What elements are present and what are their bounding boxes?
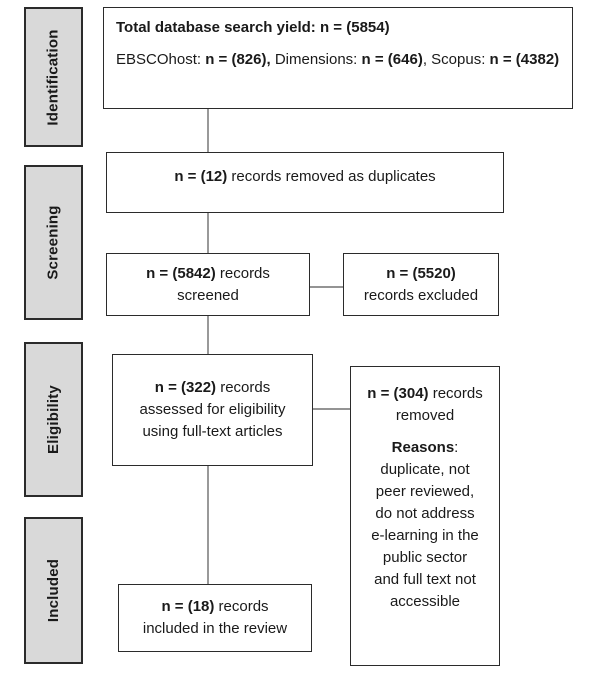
- total-yield-prefix: Total database search yield: n =: [116, 19, 347, 36]
- eligibility-line-2: assessed for eligibility: [139, 401, 286, 418]
- dimensions-n: n =: [361, 51, 388, 68]
- database-breakdown: EBSCOhost: n = (826), Dimensions: n = (6…: [116, 49, 560, 71]
- screened-label-1: records: [215, 264, 270, 282]
- removed-line-1: n = (304) records: [367, 383, 482, 405]
- phase-screening-label: Screening: [45, 205, 63, 280]
- ebsco-count: (826),: [231, 51, 271, 68]
- included-line-1: n = (18) records: [161, 596, 268, 618]
- phase-eligibility-label: Eligibility: [45, 385, 62, 454]
- total-search-yield: Total database search yield: n = (5854): [116, 17, 560, 39]
- screened-count: n = (5842): [146, 264, 216, 282]
- total-yield-count: (5854): [346, 19, 390, 36]
- ebsco-n: n =: [205, 51, 232, 68]
- excluded-box: n = (5520) records excluded: [343, 253, 499, 316]
- duplicates-label: records removed as duplicates: [227, 168, 436, 185]
- removed-box: n = (304) records removed Reasons: dupli…: [350, 366, 500, 666]
- removed-line-2: removed: [395, 407, 455, 424]
- reasons-colon: :: [454, 439, 459, 456]
- dimensions-count: (646): [387, 51, 423, 68]
- removed-count: n = (304): [367, 385, 429, 402]
- excluded-count: n = (5520): [386, 264, 456, 282]
- reason-line: accessible: [389, 593, 461, 610]
- screened-box: n = (5842) records screened: [106, 253, 310, 316]
- ebsco-label: EBSCOhost:: [116, 51, 206, 68]
- phase-identification-label: Identification: [45, 28, 63, 126]
- reason-line: and full text not: [374, 571, 476, 588]
- screened-line-1: n = (5842) records: [146, 263, 270, 285]
- included-line-2: included in the review: [142, 620, 288, 637]
- reason-line: e-learning in the: [371, 527, 479, 544]
- phase-identification: Identification: [24, 7, 83, 147]
- reason-line: duplicate, not: [380, 461, 470, 478]
- phase-included: Included: [24, 517, 83, 664]
- identification-box: Total database search yield: n = (5854) …: [103, 7, 573, 109]
- reason-line: do not address: [375, 505, 475, 522]
- included-box: n = (18) records included in the review: [118, 584, 312, 652]
- phase-included-label: Included: [45, 558, 62, 623]
- reason-line: peer reviewed,: [375, 483, 475, 500]
- dimensions-label: Dimensions:: [270, 51, 362, 68]
- phase-eligibility: Eligibility: [24, 342, 83, 497]
- duplicates-box: n = (12) records removed as duplicates: [106, 152, 504, 213]
- duplicates-count: n = (12): [174, 168, 228, 185]
- reasons-label: Reasons: [391, 439, 455, 456]
- phase-screening: Screening: [24, 165, 83, 320]
- scopus-n: n =: [489, 51, 516, 68]
- eligibility-box: n = (322) records assessed for eligibili…: [112, 354, 313, 466]
- scopus-count: (4382): [515, 51, 560, 68]
- eligibility-line-3: using full-text articles: [142, 423, 283, 440]
- eligibility-count: n = (322): [154, 379, 217, 396]
- reason-line: public sector: [382, 549, 468, 566]
- excluded-label: records excluded: [363, 286, 479, 304]
- included-count: n = (18): [161, 598, 215, 615]
- reasons-heading: Reasons:: [392, 437, 459, 459]
- eligibility-line-1: n = (322) records: [155, 377, 270, 399]
- eligibility-label-1: records: [216, 379, 271, 396]
- included-label-1: records: [214, 598, 269, 615]
- scopus-label: , Scopus:: [422, 51, 490, 68]
- removed-label-1: records: [428, 385, 483, 402]
- screened-line-2: screened: [177, 286, 239, 304]
- duplicates-text: n = (12) records removed as duplicates: [174, 166, 435, 188]
